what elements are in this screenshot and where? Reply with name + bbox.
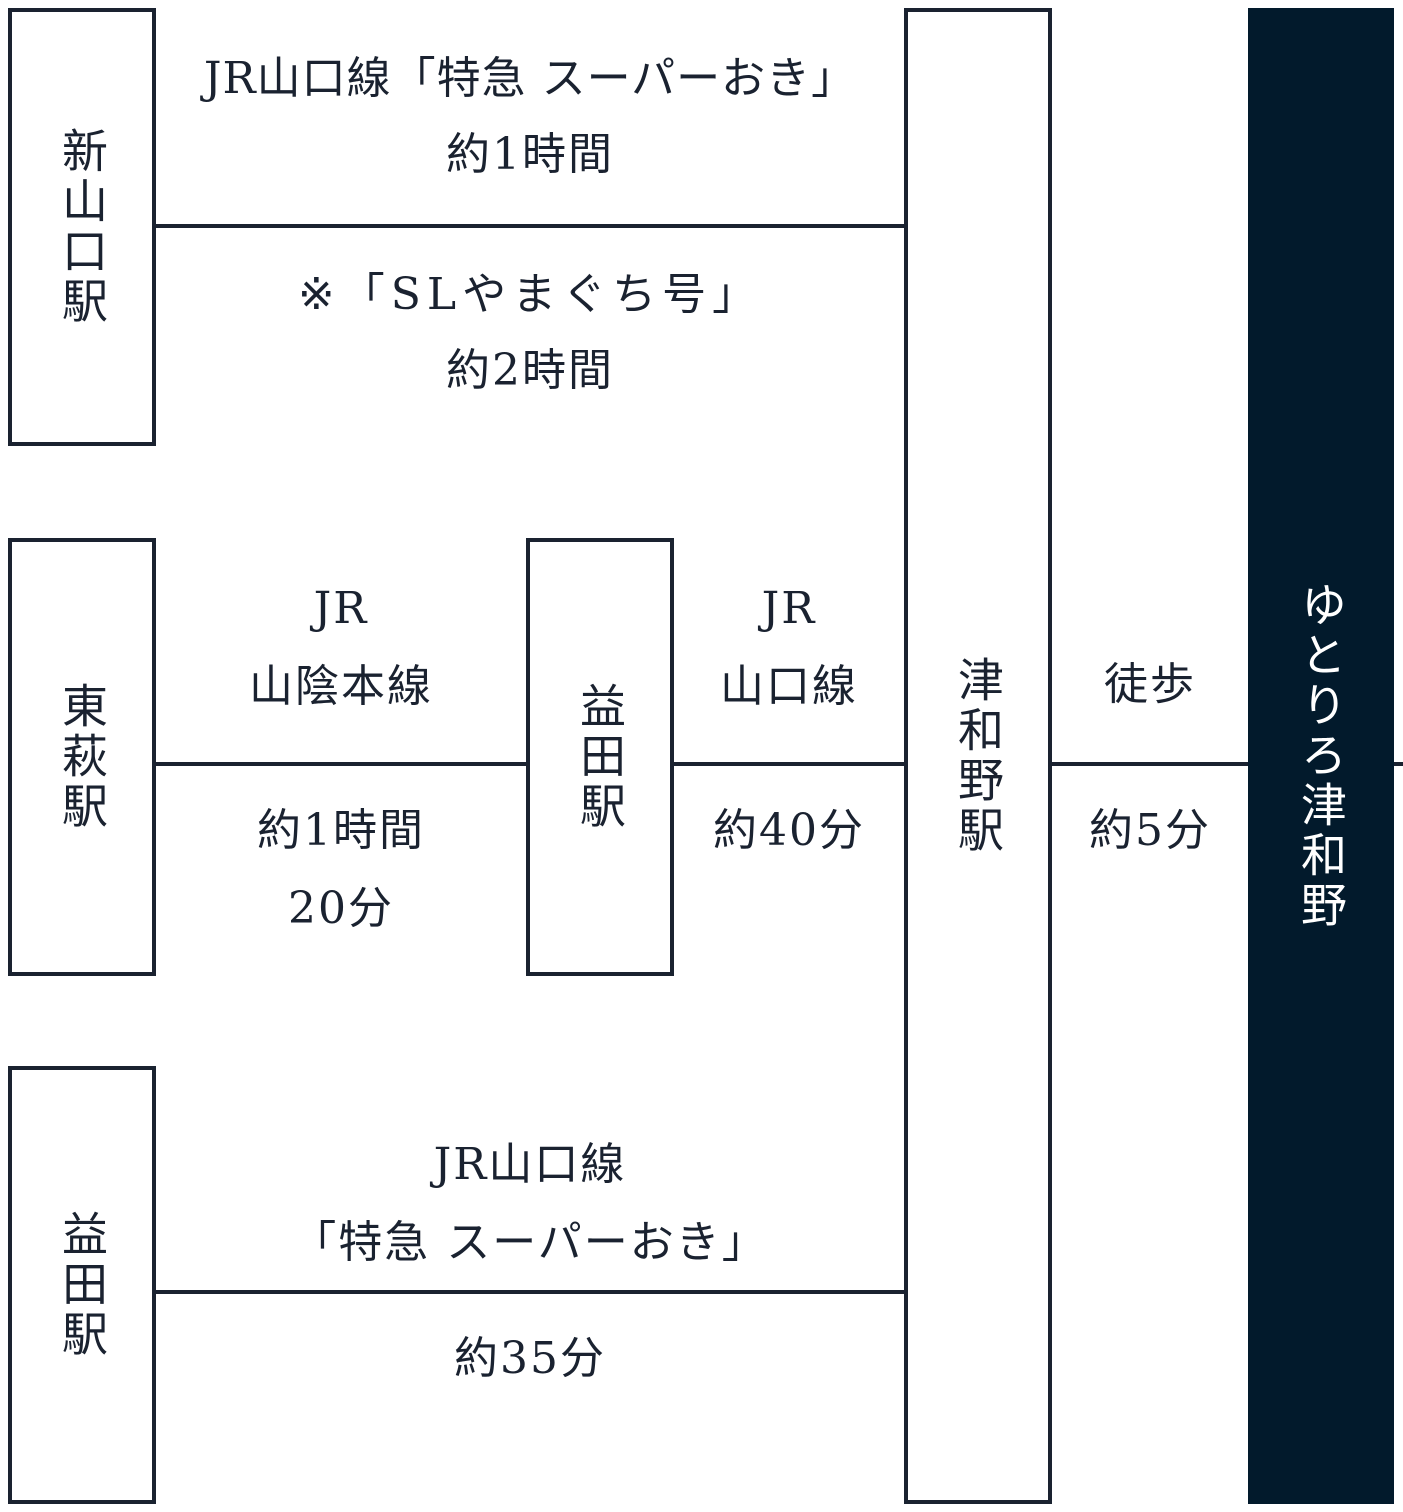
station-tsuwano: 津和野駅	[904, 8, 1052, 1504]
connector-masuda-tsuwano	[672, 762, 906, 766]
route1-line-label: JR山口線「特急 スーパーおき」	[203, 53, 857, 104]
station-higashi-hagi: 東萩駅	[8, 538, 156, 976]
route3a-line-label: JR 山陰本線	[249, 583, 433, 712]
station-label: 新山口駅	[55, 127, 109, 327]
destination-yutoriro-tsuwano: ゆとりろ津和野	[1248, 8, 1394, 1504]
route3b-time-label: 約40分	[713, 805, 865, 856]
route4-time-label: 約35分	[454, 1333, 606, 1384]
route2-time-label: 約2時間	[446, 345, 614, 396]
connector-higashihagi-masuda	[154, 762, 528, 766]
route1-time-label: 約1時間	[446, 129, 614, 180]
station-label: 益田駅	[55, 1210, 109, 1360]
connector-destination-tail	[1392, 762, 1403, 766]
connector-tsuwano-destination	[1050, 762, 1248, 766]
station-shin-yamaguchi: 新山口駅	[8, 8, 156, 446]
connector-masuda-bottom-tsuwano	[154, 1290, 906, 1294]
station-masuda-bottom: 益田駅	[8, 1066, 156, 1504]
destination-label: ゆとりろ津和野	[1294, 581, 1348, 931]
walk-mode-label: 徒歩	[1104, 659, 1196, 710]
station-label: 益田駅	[573, 682, 627, 832]
route2-line-label: ※「SLやまぐち号」	[297, 269, 763, 320]
route3b-line-label: JR 山口線	[720, 583, 858, 712]
route3a-time-label: 約1時間 20分	[257, 805, 425, 934]
station-masuda-mid: 益田駅	[526, 538, 674, 976]
connector-shinyamaguchi-tsuwano	[154, 224, 906, 228]
station-label: 東萩駅	[55, 682, 109, 832]
station-label: 津和野駅	[951, 656, 1005, 856]
route4-line-label: JR山口線 「特急 スーパーおき」	[292, 1139, 768, 1268]
walk-time-label: 約5分	[1089, 805, 1211, 856]
